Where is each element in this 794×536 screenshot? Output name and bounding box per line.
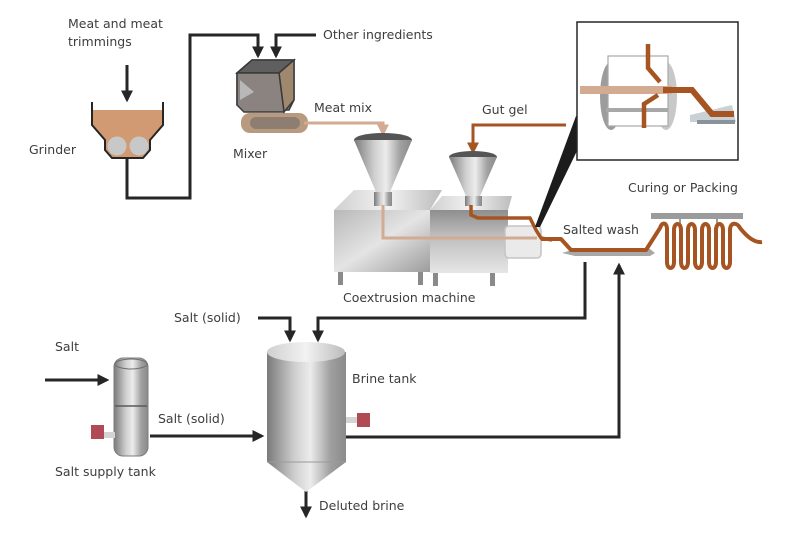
grinder-roller-right [129,136,149,156]
flow-lines [45,33,625,519]
label-other-ingredients: Other ingredients [323,27,433,42]
label-salt-solid-top: Salt (solid) [174,310,241,325]
label-salt: Salt [55,339,79,354]
label-deluted-brine: Deluted brine [319,498,405,513]
label-coextrusion-machine: Coextrusion machine [343,290,476,305]
grinder-roller-left [107,136,127,156]
wash-return-line [312,262,587,343]
label-brine-tank: Brine tank [352,371,417,386]
label-salt-supply-tank: Salt supply tank [55,464,157,479]
label-salt-solid-side: Salt (solid) [158,411,225,426]
label-meat-line2: trimmings [68,34,132,49]
brine-to-wash-line [346,262,625,439]
meat-mix-line [304,121,389,137]
salt-supply-tank [91,357,149,457]
brine-tank-valve [357,413,370,427]
label-gut-gel: Gut gel [482,102,528,117]
salt-tank-valve [91,425,104,439]
label-grinder: Grinder [29,142,77,157]
brine-tank [267,342,370,492]
mixer [234,58,308,133]
coextrusion-machine [334,133,553,286]
label-meat-line1: Meat and meat [68,16,163,31]
label-meat-mix: Meat mix [314,100,372,115]
coextrusion-detail-inset [576,21,739,161]
grinder-to-mixer-line [125,33,264,200]
salt-solid-top-line [258,316,296,343]
gut-gel-line [467,123,566,155]
grinder [91,102,164,159]
sausage-strand [541,221,763,270]
label-curing-or-packing: Curing or Packing [628,180,738,195]
other-ingredients-line [270,33,316,59]
label-salted-wash: Salted wash [563,222,639,237]
curing-rack [651,213,743,225]
label-mixer: Mixer [233,146,268,161]
